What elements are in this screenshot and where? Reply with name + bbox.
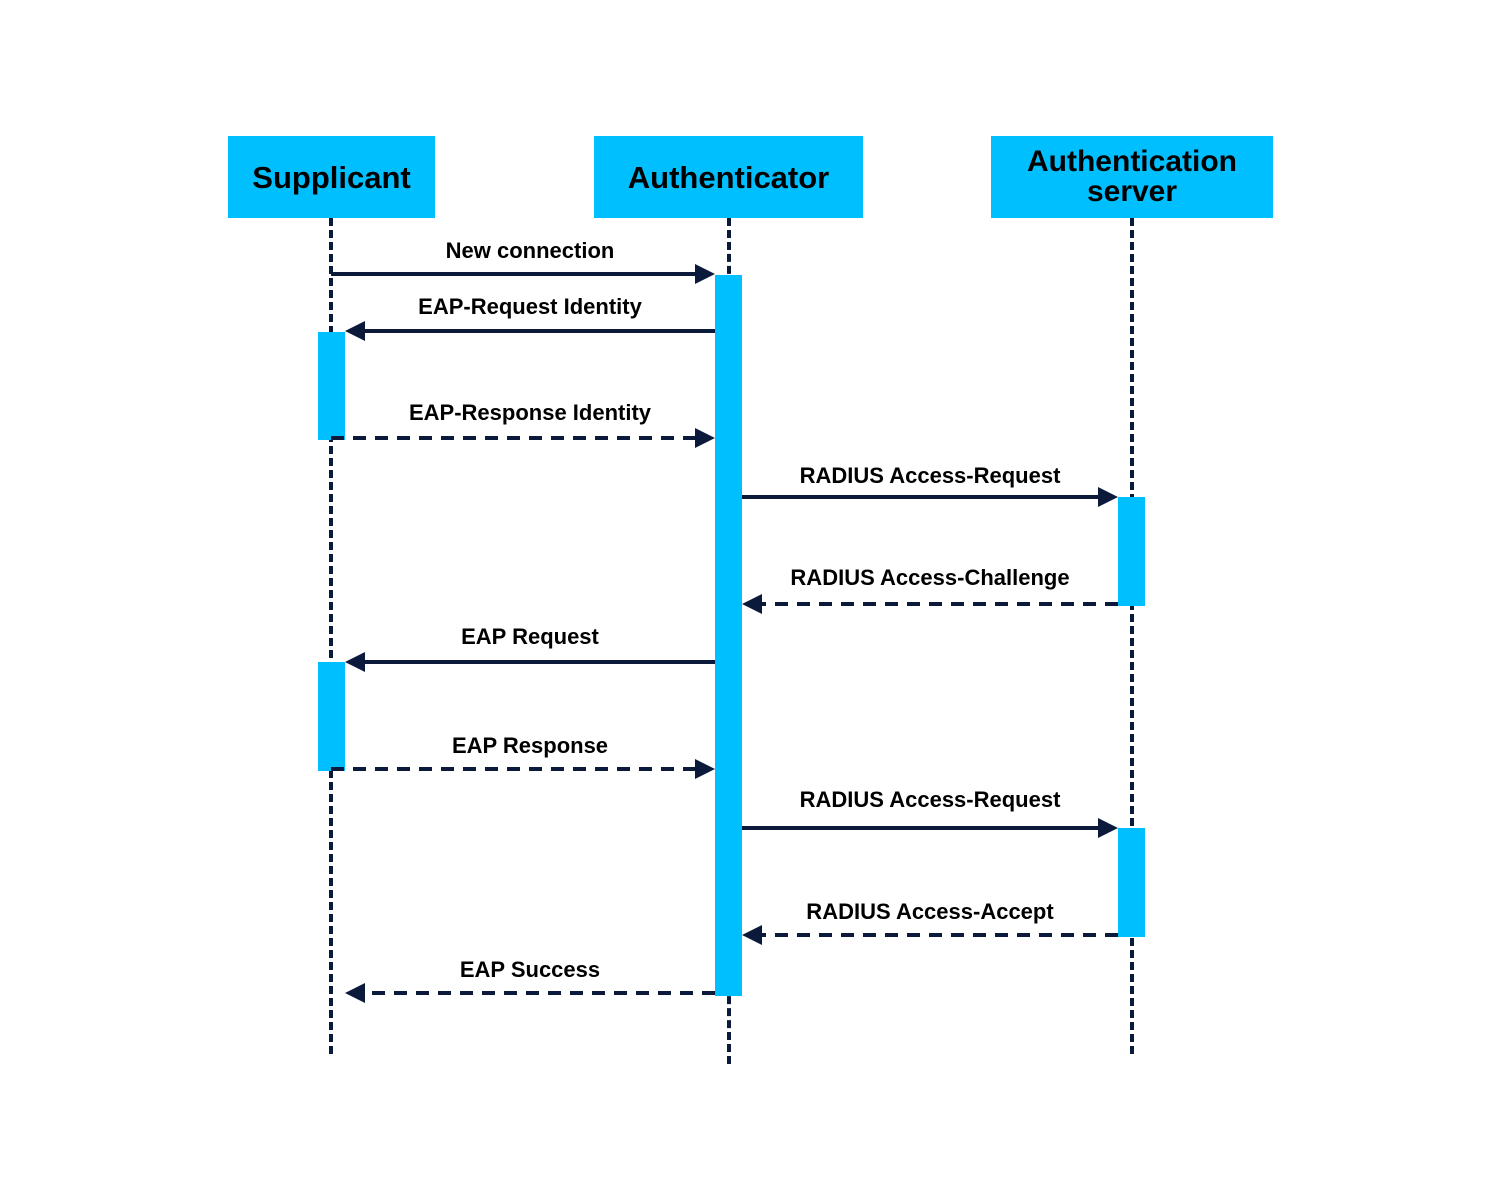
message-label-eap-success: EAP Success [459,957,601,982]
actor-authentication-server: Authentication server [991,136,1273,218]
arrowhead-icon [1098,487,1118,507]
actor-authenticator-label: Authenticator [627,159,830,195]
actor-supplicant: Supplicant [228,136,435,218]
message-label-eap-request-identity: EAP-Request Identity [418,294,642,319]
message-label-eap-response: EAP Response [451,733,609,758]
activation-authenticator [715,275,742,996]
arrowhead-icon [742,594,762,614]
message-label-radius-access-request-2: RADIUS Access-Request [799,787,1061,812]
message-label-eap-response-identity: EAP-Response Identity [408,400,652,425]
message-label-radius-access-request-1: RADIUS Access-Request [799,463,1061,488]
actor-server-label-line2: server [1086,175,1178,208]
message-label-eap-request: EAP Request [461,624,599,649]
actor-server-label-line1: Authentication [1027,145,1237,178]
actor-supplicant-label: Supplicant [252,159,411,195]
activation-supplicant-1 [318,332,345,440]
message-label-radius-access-accept: RADIUS Access-Accept [806,899,1054,924]
arrowhead-icon [345,321,365,341]
arrowhead-icon [695,264,715,284]
activation-supplicant-2 [318,662,345,771]
activation-server-2 [1118,828,1145,937]
arrowhead-icon [345,652,365,672]
actor-authenticator: Authenticator [594,136,863,218]
arrowhead-icon [345,983,365,1003]
message-label-new-connection: New connection [445,238,615,263]
lifeline-server [1130,218,1134,1054]
arrowhead-icon [1098,818,1118,838]
arrowhead-icon [695,428,715,448]
activation-server-1 [1118,497,1145,606]
message-label-radius-access-challenge: RADIUS Access-Challenge [790,565,1070,590]
arrowhead-icon [742,925,762,945]
arrowhead-icon [695,759,715,779]
lifeline-supplicant [329,218,333,1054]
